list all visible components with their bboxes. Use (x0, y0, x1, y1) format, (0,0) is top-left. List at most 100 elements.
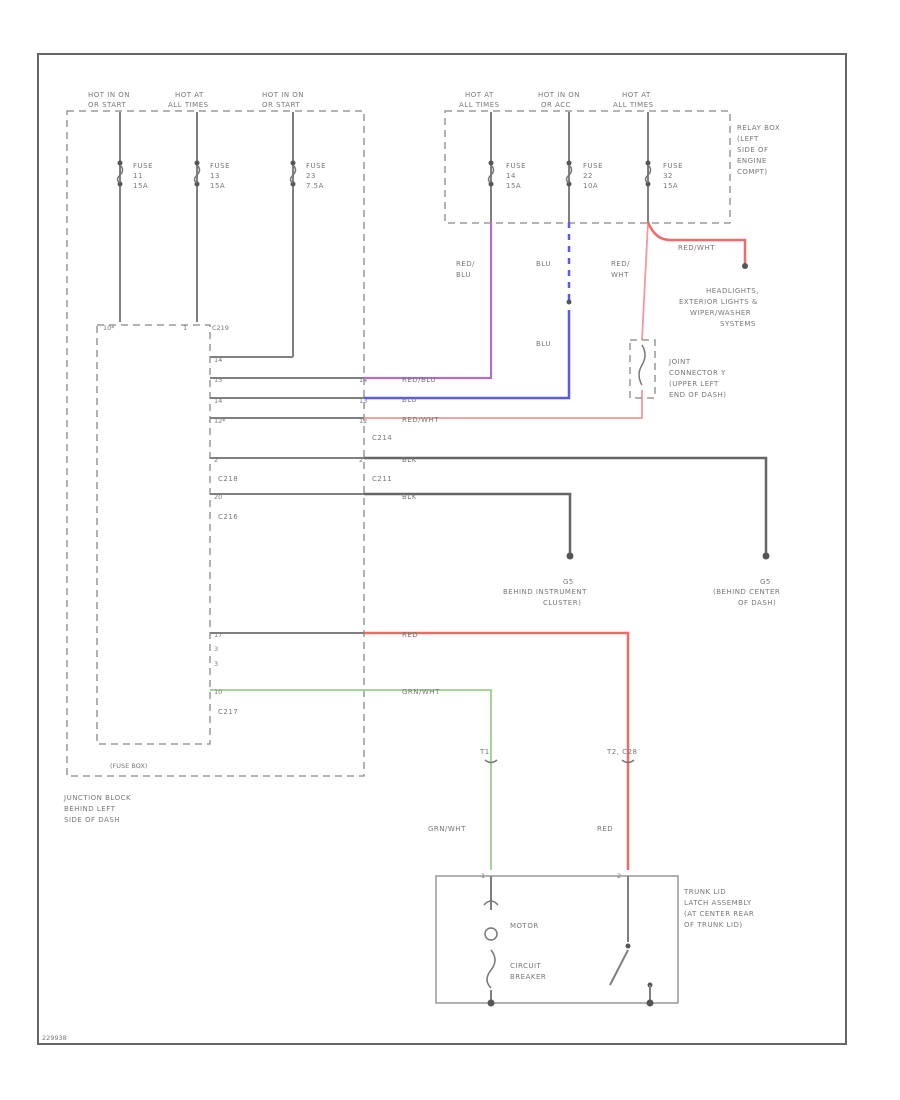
svg-text:23: 23 (306, 172, 316, 180)
svg-text:RED/WHT: RED/WHT (678, 244, 715, 252)
headlights-label: HEADLIGHTS, EXTERIOR LIGHTS & WIPER/WASH… (679, 287, 759, 328)
svg-text:FUSE: FUSE (133, 162, 153, 170)
fuse-box-outline (96, 324, 211, 745)
trunk-lid-internals (483, 876, 654, 1007)
joint-connector-symbol (638, 344, 646, 386)
svg-text:GRN/WHT: GRN/WHT (402, 688, 440, 696)
fuse-box-pin-1: 1 (183, 324, 187, 332)
svg-text:(BEHIND CENTER: (BEHIND CENTER (713, 588, 780, 596)
svg-text:13: 13 (359, 397, 367, 405)
jb-fuse-feeds (117, 112, 296, 357)
svg-text:11: 11 (133, 172, 143, 180)
svg-text:OF TRUNK LID): OF TRUNK LID) (684, 921, 743, 929)
joint-connector-outline (629, 339, 656, 399)
svg-text:3: 3 (214, 645, 218, 653)
svg-text:BLU: BLU (402, 396, 417, 404)
diagram-frame (37, 53, 847, 1045)
svg-text:BLU: BLU (536, 260, 551, 268)
svg-text:HEADLIGHTS,: HEADLIGHTS, (706, 287, 759, 295)
svg-text:HOT AT: HOT AT (175, 91, 204, 99)
rb-source-3: HOT AT ALL TIMES FUSE 32 15A (613, 91, 683, 190)
svg-text:RED/: RED/ (456, 260, 475, 268)
blu-splice-dot (566, 299, 572, 305)
svg-text:3: 3 (214, 660, 218, 668)
connector-c211: C211 (372, 475, 392, 483)
svg-text:FUSE: FUSE (506, 162, 526, 170)
connector-t2: T2, C28 (606, 748, 637, 756)
connector-c214: C214 (372, 434, 392, 442)
svg-text:ALL TIMES: ALL TIMES (613, 101, 654, 109)
connector-t1-symbol (484, 759, 498, 764)
wire-labels: RED/ BLU BLU BLU RED/ WHT RED/WHT RED/BL… (402, 244, 715, 833)
connector-c216: C216 (218, 513, 238, 521)
svg-text:JUNCTION BLOCK: JUNCTION BLOCK (63, 794, 131, 802)
rb-source-2: HOT IN ON OR ACC FUSE 22 10A (538, 91, 603, 190)
svg-text:OR START: OR START (262, 101, 300, 109)
ground-g5-center (762, 552, 770, 560)
svg-text:RED/BLU: RED/BLU (402, 376, 436, 384)
wire-red-blu (364, 222, 493, 380)
svg-text:15A: 15A (506, 182, 521, 190)
svg-text:SIDE OF: SIDE OF (737, 146, 769, 154)
svg-text:32: 32 (663, 172, 673, 180)
junction-block-outline (66, 110, 365, 777)
svg-text:15A: 15A (210, 182, 225, 190)
trunk-lid-box (435, 875, 679, 1004)
jb-internal-wiring (210, 356, 364, 691)
connector-t2-symbol (621, 759, 635, 764)
fuse-box-label: (FUSE BOX) (110, 762, 147, 770)
inline-pin-labels: 14 13 12 2 (359, 376, 367, 464)
headlights-terminal (742, 263, 748, 269)
rb-fuse-feeds (487, 112, 652, 222)
svg-text:GRN/WHT: GRN/WHT (428, 825, 466, 833)
svg-text:7.5A: 7.5A (306, 182, 324, 190)
svg-text:ALL TIMES: ALL TIMES (168, 101, 209, 109)
svg-text:2: 2 (359, 456, 363, 464)
svg-text:WIPER/WASHER: WIPER/WASHER (690, 309, 751, 317)
svg-text:OF DASH): OF DASH) (738, 599, 776, 607)
jb-pin-labels: 14 13 14 12* 2 20 17 10 3 3 (214, 356, 226, 696)
svg-text:BLK: BLK (402, 456, 417, 464)
svg-text:HOT IN ON: HOT IN ON (262, 91, 304, 99)
breaker-label-2: BREAKER (510, 973, 546, 981)
ground-label-1: G5 BEHIND INSTRUMENT CLUSTER) (503, 578, 587, 607)
svg-text:17: 17 (214, 631, 222, 639)
svg-text:12: 12 (359, 417, 367, 425)
svg-text:CLUSTER): CLUSTER) (543, 599, 581, 607)
svg-text:15A: 15A (663, 182, 678, 190)
connector-t1: T1 (479, 748, 490, 756)
wire-red-wht (364, 221, 649, 419)
svg-text:13: 13 (214, 376, 222, 384)
trunk-pin-1: 1 (481, 872, 485, 880)
svg-text:WHT: WHT (611, 271, 629, 279)
svg-text:14: 14 (506, 172, 516, 180)
svg-text:BLU: BLU (456, 271, 471, 279)
svg-text:RED: RED (597, 825, 613, 833)
svg-text:OR START: OR START (88, 101, 126, 109)
connector-c218: C218 (218, 475, 238, 483)
svg-text:HOT IN ON: HOT IN ON (538, 91, 580, 99)
jb-fuse-symbols (116, 164, 297, 184)
svg-text:(AT CENTER REAR: (AT CENTER REAR (684, 910, 754, 918)
ground-label-2: G5 (BEHIND CENTER OF DASH) (713, 578, 780, 607)
svg-text:COMPT): COMPT) (737, 168, 768, 176)
svg-text:G5: G5 (760, 578, 771, 586)
svg-text:CONNECTOR Y: CONNECTOR Y (669, 369, 726, 377)
svg-text:SIDE OF DASH: SIDE OF DASH (64, 816, 120, 824)
trunk-pin-2: 2 (617, 872, 621, 880)
svg-text:TRUNK LID: TRUNK LID (683, 888, 726, 896)
svg-text:20: 20 (214, 493, 222, 501)
svg-text:HOT IN ON: HOT IN ON (88, 91, 130, 99)
wire-red-wht-headlights (646, 221, 747, 264)
svg-text:14: 14 (359, 376, 367, 384)
wire-blk-2 (364, 492, 572, 553)
svg-text:FUSE: FUSE (306, 162, 326, 170)
jb-source-1: HOT IN ON OR START FUSE 11 15A (88, 91, 153, 190)
svg-text:BLU: BLU (536, 340, 551, 348)
svg-text:JOINT: JOINT (668, 358, 691, 366)
svg-text:BEHIND INSTRUMENT: BEHIND INSTRUMENT (503, 588, 587, 596)
svg-text:OR ACC: OR ACC (541, 101, 571, 109)
relay-box-outline (444, 110, 731, 224)
svg-text:ENGINE: ENGINE (737, 157, 767, 165)
